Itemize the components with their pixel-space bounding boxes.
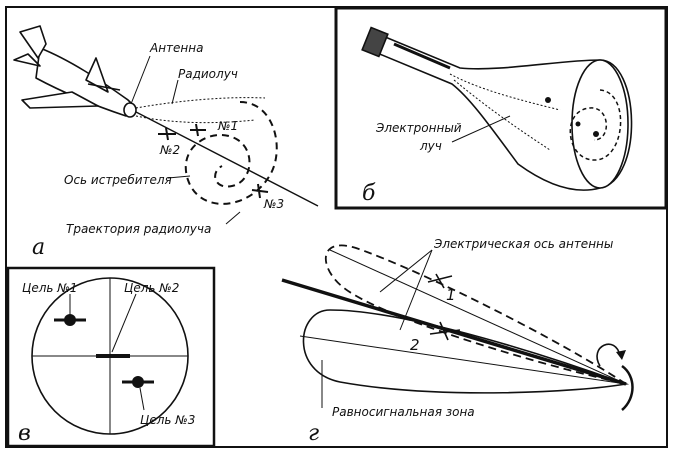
rotation-arrow bbox=[596, 343, 621, 367]
leader-radio-beam bbox=[171, 79, 179, 105]
panel-b-letter: б bbox=[362, 181, 376, 206]
leader-target-3 bbox=[139, 387, 145, 411]
radio-beam-cone bbox=[135, 97, 266, 124]
label-antenna: Антенна bbox=[149, 41, 203, 55]
label-beam-trajectory: Траектория радиолуча bbox=[66, 222, 211, 236]
fighter-aircraft-icon bbox=[13, 25, 137, 118]
label-lobe-2: 2 bbox=[410, 336, 420, 354]
label-equisignal-zone: Равносигнальная зона bbox=[332, 405, 475, 419]
label-target-2: №2 bbox=[159, 143, 180, 157]
lobe-1 bbox=[324, 244, 627, 385]
panel-a-letter: а bbox=[32, 235, 45, 260]
equisignal-axis bbox=[281, 278, 627, 386]
panel-b: Электронный луч б bbox=[334, 6, 668, 210]
lobe-2 bbox=[302, 309, 630, 394]
antenna-dish-icon bbox=[621, 364, 634, 411]
panel-g: Электрическая ось антенны 1 2 Равносигна… bbox=[281, 237, 634, 446]
panel-v-letter: в bbox=[18, 421, 31, 446]
label-electron-beam-2: луч bbox=[419, 139, 442, 153]
label-scope-target-1: Цель №1 bbox=[22, 281, 77, 295]
leader-electron-beam bbox=[451, 115, 511, 143]
leader-antenna bbox=[130, 55, 151, 105]
label-scope-target-2: Цель №2 bbox=[124, 281, 179, 295]
panel-a: Антенна Радиолуч №1 №2 №3 Ось истребител… bbox=[13, 25, 319, 260]
target-plane-icon bbox=[427, 273, 461, 341]
panel-b-frame bbox=[334, 6, 668, 210]
screen-spiral bbox=[569, 89, 622, 161]
label-electron-beam-1: Электронный bbox=[375, 121, 462, 135]
leader-target-2 bbox=[111, 293, 137, 353]
leader-electric-axis-2 bbox=[399, 249, 433, 331]
panel-v-frame bbox=[6, 266, 216, 448]
electric-axis-2 bbox=[299, 335, 627, 385]
label-target-1: №1 bbox=[217, 119, 238, 133]
leader-electric-axis-1 bbox=[379, 249, 433, 293]
target-plane-icon bbox=[158, 123, 269, 199]
label-scope-target-3: Цель №3 bbox=[140, 413, 195, 427]
beam-trajectory-spiral bbox=[184, 101, 278, 205]
panel-g-letter: г bbox=[308, 421, 319, 446]
leader-fighter-axis bbox=[167, 175, 191, 179]
fighter-axis-line bbox=[135, 111, 319, 207]
label-fighter-axis: Ось истребителя bbox=[64, 173, 172, 187]
label-radio-beam: Радиолуч bbox=[178, 67, 238, 81]
label-target-3: №3 bbox=[263, 197, 284, 211]
electric-axis-1 bbox=[329, 249, 627, 385]
panel-v: Цель №1 Цель №2 Цель №3 в bbox=[6, 266, 216, 448]
label-electric-axis: Электрическая ось антенны bbox=[433, 237, 613, 251]
crt-tube-icon bbox=[361, 26, 633, 191]
leader-trajectory bbox=[225, 211, 241, 225]
label-lobe-1: 1 bbox=[446, 286, 456, 304]
